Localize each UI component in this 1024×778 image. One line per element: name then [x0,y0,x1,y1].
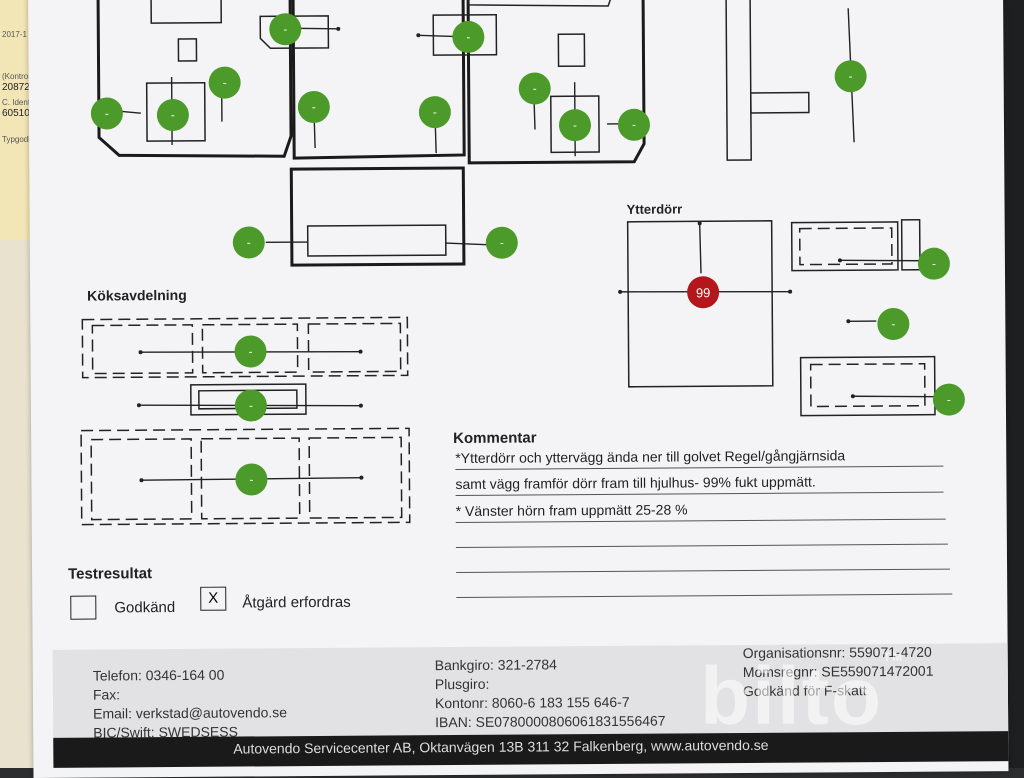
moisture-reading-label: - [249,472,253,486]
bed-panel [308,225,446,256]
dashed-door-panel [800,228,892,265]
footer-bankgiro: Bankgiro: 321-2784 [435,656,557,673]
moisture-reading-label: - [573,118,577,132]
approved-label: Godkänd [114,599,175,616]
moisture-reading-label: - [105,106,109,120]
footer-email: Email: verkstad@autovendo.se [93,704,287,721]
outer-door-title: Ytterdörr [627,201,683,216]
comment-line-3: * Vänster hörn fram uppmätt 25-28 % [456,501,688,519]
footer-kontonr: Kontonr: 8060-6 183 155 646-7 [435,694,630,711]
approved-checkbox[interactable] [70,596,96,620]
kitchen-upper-cabinet-1 [92,325,192,374]
card-value: 60510 [2,108,30,119]
door-side-strip [902,220,920,270]
footer-iban: IBAN: SE0780000806061831556467 [435,713,666,731]
moisture-reading-label: - [932,257,936,271]
moisture-reading-label: - [433,105,437,119]
comment-title: Kommentar [453,429,536,447]
left-outlet [178,39,196,61]
kitchen-upper-cabinet-3 [308,323,400,372]
moisture-reading-label: - [247,235,251,249]
moisture-reading-label: - [891,317,895,331]
footer-fax: Fax: [93,686,120,702]
moisture-reading-label: - [283,22,287,36]
moisture-reading-label: - [533,81,537,95]
wall-strip-arm [751,93,809,113]
high-moisture-value: 99 [696,285,711,300]
moisture-reading-label: - [248,344,252,358]
action-required-label: Åtgärd erfordras [242,594,351,612]
footer-phone: Telefon: 0346-164 00 [93,667,225,684]
footer-plusgiro: Plusgiro: [435,676,490,692]
moisture-reading-label: - [223,76,227,90]
moisture-reading-label: - [171,108,175,122]
right-outlet [558,34,584,66]
moisture-markers: - - - - - - - - - - - - - - - - - - - 99 [90,8,965,496]
action-required-checkbox[interactable]: X [200,587,226,611]
comment-line-1: *Ytterdörr och yttervägg ända ner till g… [455,447,845,466]
right-top-panel [468,0,613,7]
footer-address-line: Autovendo Servicecenter AB, Oktanvägen 1… [233,737,768,757]
moisture-reading-label: - [466,30,470,44]
card-label: 2017-1 [2,30,27,39]
left-room-outline [98,0,291,158]
moisture-reading-label: - [947,393,951,407]
moisture-reading-label: - [849,69,853,83]
wall-strip [726,0,751,160]
moisture-reading-label: - [312,100,316,114]
right-room-outline [468,0,644,163]
kitchen-section-title: Köksavdelning [87,287,187,304]
comment-line-2: samt vägg framför dörr fram till hjulhus… [455,474,815,493]
bilto-watermark-logo: biltoTM [700,650,904,744]
watermark-brand: bilto [700,651,883,742]
moisture-reading-label: - [500,236,504,250]
left-vent [151,0,221,23]
moisture-reading-label: - [249,398,253,412]
test-result-title: Testresultat [68,565,152,583]
dashed-lower-panel [811,364,925,407]
moisture-reading-label: - [632,118,636,132]
watermark-tm: TM [883,650,904,664]
middle-room-outline [293,0,464,158]
bed-area-outline [291,168,464,265]
